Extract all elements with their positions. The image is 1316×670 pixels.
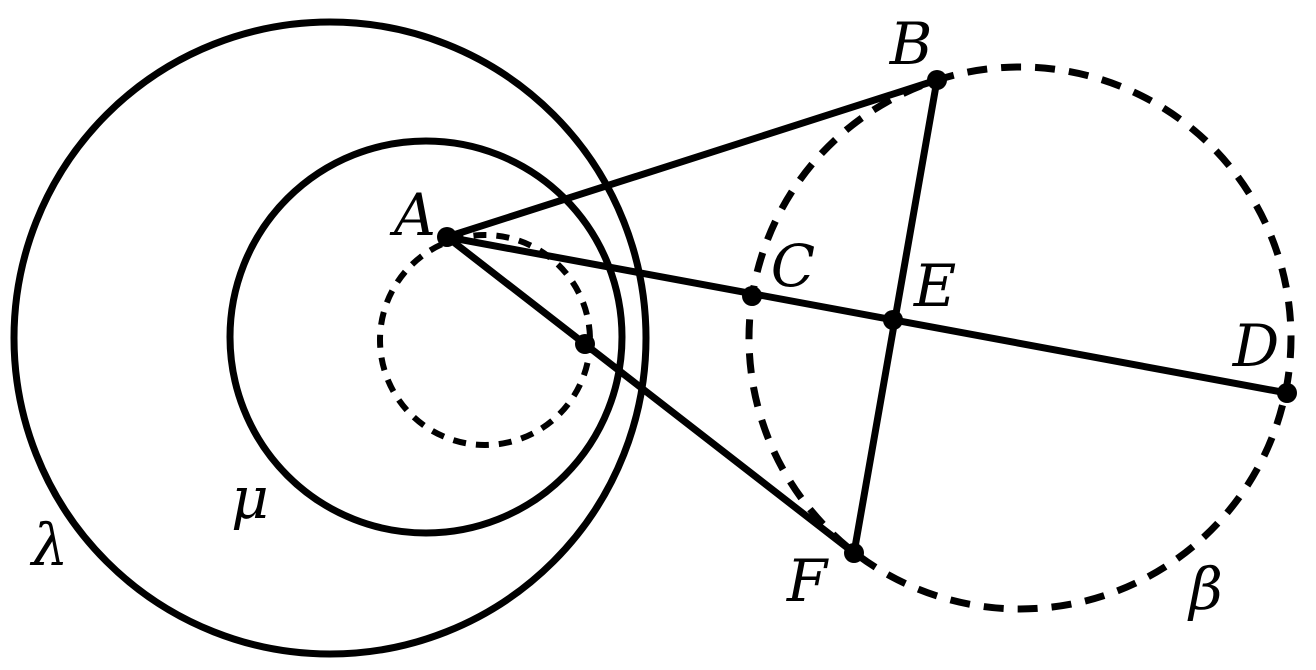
point-F-dot bbox=[844, 543, 864, 563]
point-B-dot bbox=[927, 70, 947, 90]
segment-A-B bbox=[443, 76, 941, 241]
point-C-label: C bbox=[771, 232, 815, 300]
labels-layer: λ μ β A B C D E F bbox=[30, 10, 1280, 623]
circle-mu-label: μ bbox=[231, 464, 269, 532]
point-E-dot bbox=[883, 310, 903, 330]
segment-A-D bbox=[443, 233, 1291, 397]
circle-mu bbox=[226, 137, 626, 537]
point-B-label: B bbox=[889, 10, 933, 78]
point-A-label: A bbox=[389, 181, 436, 249]
circle-lambda bbox=[10, 18, 650, 658]
point-E-label: E bbox=[913, 252, 956, 320]
circle-beta-label: β bbox=[1187, 555, 1223, 623]
point-F-label: F bbox=[786, 547, 829, 615]
point-D-dot bbox=[1277, 383, 1297, 403]
point-tangent-unlabeled-dot bbox=[575, 334, 595, 354]
segments-layer bbox=[443, 76, 1291, 557]
segment-A-F bbox=[443, 233, 858, 557]
circles-layer bbox=[10, 18, 1295, 658]
point-dots-layer bbox=[437, 70, 1297, 563]
point-D-label: D bbox=[1232, 312, 1280, 380]
circle-beta bbox=[745, 63, 1295, 613]
point-A-dot bbox=[437, 227, 457, 247]
circle-lambda-label: λ bbox=[30, 511, 69, 579]
point-C-dot bbox=[742, 286, 762, 306]
